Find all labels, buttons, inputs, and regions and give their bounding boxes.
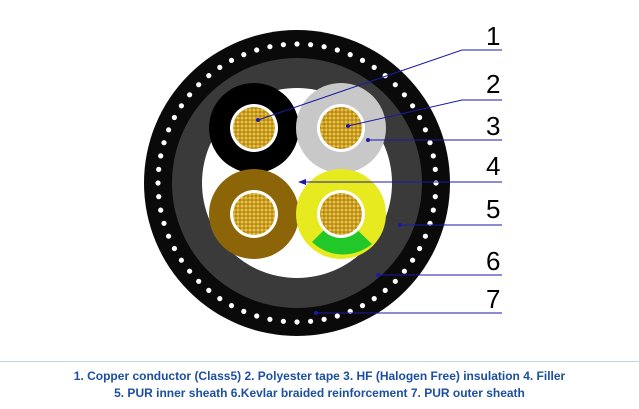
braid-dot — [422, 233, 428, 239]
braid-dot — [155, 180, 161, 186]
braid-dot — [254, 47, 260, 53]
callout-3: 3 — [486, 111, 500, 141]
braid-dot — [187, 268, 193, 274]
braid-dot — [178, 257, 184, 263]
braid-dot — [410, 103, 416, 109]
braid-dot — [158, 207, 164, 213]
braid-dot — [294, 319, 300, 325]
braid-dot — [254, 313, 260, 319]
braid-dot — [321, 44, 327, 50]
braid-dot — [196, 278, 202, 284]
braid-dot — [267, 316, 273, 322]
braid-dot — [430, 153, 436, 159]
braid-dot — [158, 153, 164, 159]
braid-dot — [196, 82, 202, 88]
braid-dot — [334, 313, 340, 319]
braid-dot — [161, 220, 167, 226]
braid-dot — [334, 47, 340, 53]
leader-lines — [257, 49, 502, 314]
callout-4: 4 — [486, 151, 500, 181]
braid-dot — [171, 245, 177, 252]
braid-dot — [171, 114, 177, 121]
callout-5: 5 — [486, 194, 500, 224]
leader-2 — [347, 99, 502, 127]
braid-dot — [401, 92, 407, 98]
braid-dot — [166, 127, 172, 133]
braid-dot — [432, 166, 438, 172]
braid-dot — [410, 257, 416, 263]
braid-dot — [267, 44, 273, 50]
legend-line-1: 1. Copper conductor (Class5) 2. Polyeste… — [73, 369, 566, 383]
braid-dot — [161, 140, 167, 146]
braid-dot — [427, 140, 433, 146]
braid-dot — [392, 278, 398, 284]
braid-dot — [187, 92, 193, 98]
cable-cross-section-diagram: 1 2 3 4 5 6 7 — [144, 21, 502, 336]
braid-dot — [371, 296, 377, 302]
braid-dot — [347, 52, 353, 58]
braid-dot — [241, 308, 247, 314]
braid-dot — [401, 268, 407, 274]
core-brown — [209, 169, 299, 259]
braid-dot — [417, 245, 423, 252]
braid-dot — [417, 114, 423, 121]
braid-dot — [206, 73, 212, 79]
braid-dot — [294, 41, 300, 47]
braid-dot — [422, 127, 428, 133]
braid-dot — [156, 166, 162, 172]
braid-dot — [308, 318, 314, 324]
braid-dot — [228, 303, 235, 309]
braid-dot — [228, 57, 235, 64]
braid-dot — [217, 296, 223, 302]
braid-dot — [280, 42, 286, 48]
braid-dot — [359, 303, 366, 309]
callout-6: 6 — [486, 246, 500, 276]
core-grey — [296, 83, 386, 173]
braid-dot — [241, 52, 247, 58]
braid-dot — [432, 194, 438, 200]
braid-dot — [178, 103, 184, 109]
callout-7: 7 — [486, 284, 500, 314]
braid-dot — [321, 316, 327, 322]
braid-dot — [206, 287, 212, 293]
core-black — [209, 83, 299, 173]
legend: 1. Copper conductor (Class5) 2. Polyeste… — [0, 368, 639, 402]
braid-dot — [166, 233, 172, 239]
braid-dot — [359, 57, 366, 64]
core-yellow-green — [296, 169, 386, 259]
braid-dot — [308, 42, 314, 48]
divider — [0, 361, 639, 362]
braid-dot — [156, 194, 162, 200]
braid-dot — [382, 287, 388, 293]
braid-dot — [371, 64, 377, 70]
legend-line-2: 5. PUR inner sheath 6.Kevlar braided rei… — [114, 386, 525, 400]
braid-dot — [280, 318, 286, 324]
braid-dot — [430, 207, 436, 213]
braid-dot — [433, 180, 439, 186]
callout-2: 2 — [486, 69, 500, 99]
callout-1: 1 — [486, 21, 500, 51]
braid-dot — [217, 64, 223, 70]
leader-1 — [257, 49, 502, 121]
leader-endpoints — [256, 118, 402, 315]
braid-dot — [392, 82, 398, 88]
